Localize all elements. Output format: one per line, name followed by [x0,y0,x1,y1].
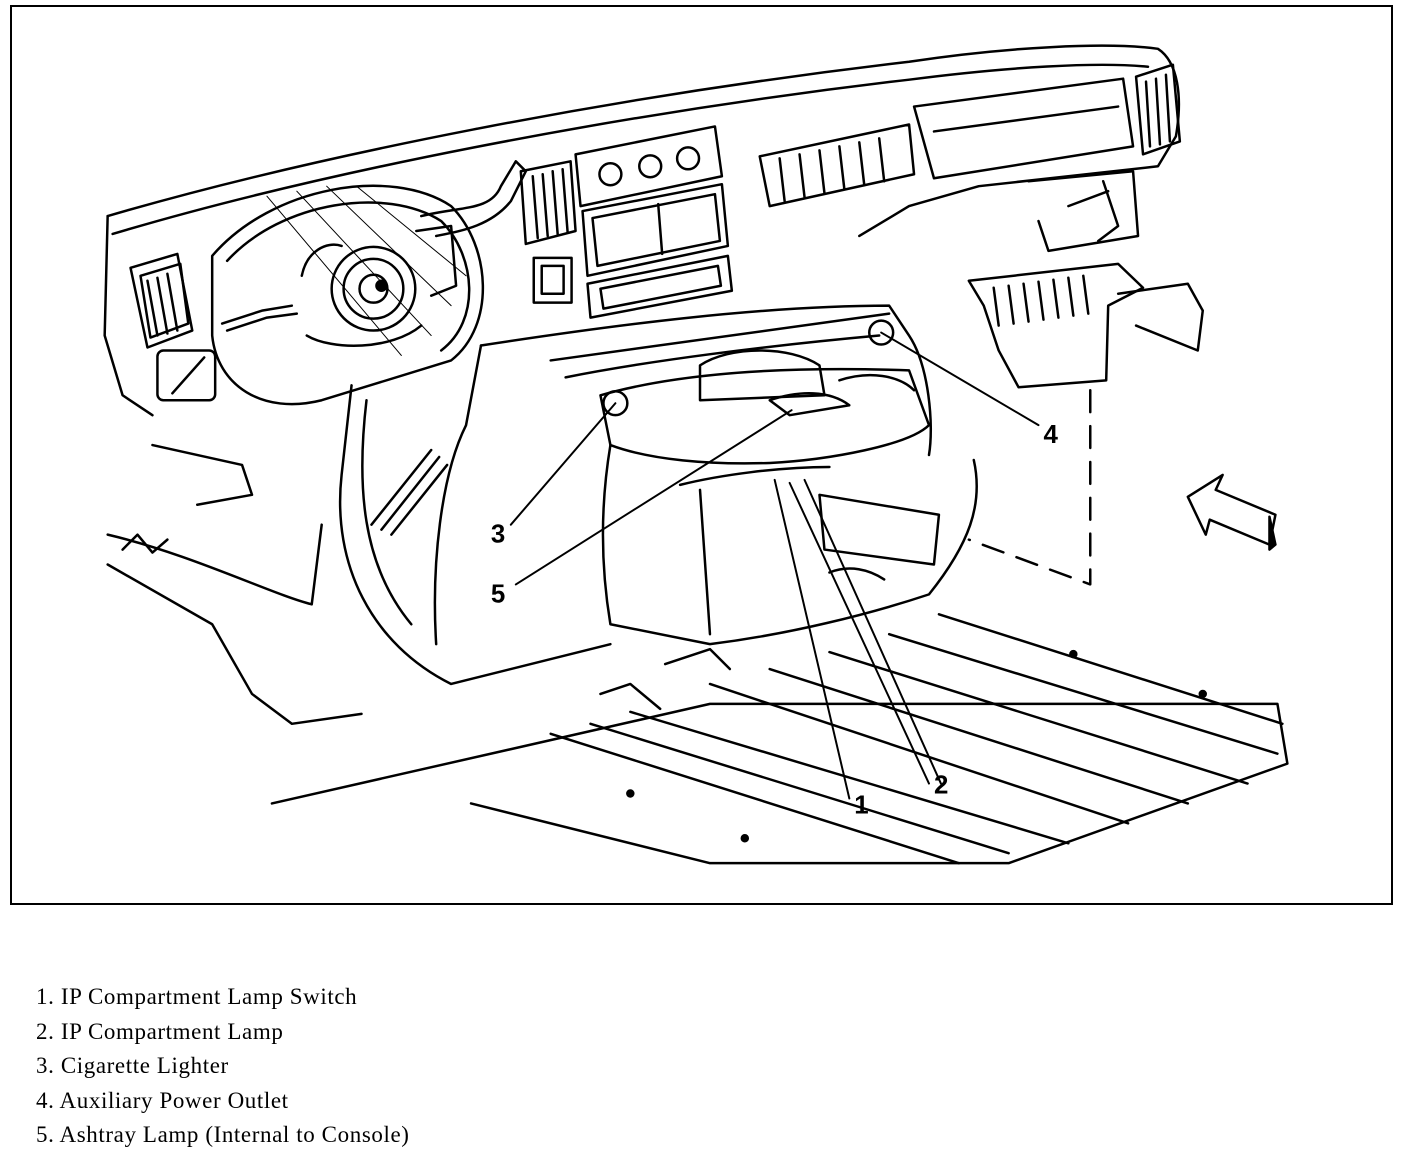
steering-column [300,224,458,347]
legend-item: 4. Auxiliary Power Outlet [36,1084,410,1119]
passenger-vent [1134,63,1182,156]
wiring-harness [220,160,528,332]
legend-text: IP Compartment Lamp [60,1018,284,1044]
left-air-vent [129,252,194,349]
callout-3: 3 [491,521,505,549]
legend-text: Auxiliary Power Outlet [59,1087,289,1113]
center-left-vent [519,160,577,246]
legend-text: Ashtray Lamp (Internal to Console) [59,1122,410,1147]
legend-item: 1. IP Compartment Lamp Switch [36,980,410,1015]
legend-number: 1. [36,984,55,1009]
callout-1: 1 [854,791,868,819]
headlamp-switch [156,349,217,402]
leader-lines [509,331,1040,800]
legend-number: 4. [36,1087,55,1113]
dashboard-illustration: 1 2 3 4 5 [103,44,1289,865]
radio-unit [581,182,734,319]
cluster-opening [210,184,485,406]
legend-item: 3. Cigarette Lighter [36,1049,410,1084]
floor-pan [270,613,1289,865]
center-switch [532,256,573,304]
callout-5: 5 [491,580,505,608]
legend-number: 5. [36,1122,55,1147]
passenger-bracket [1027,170,1140,253]
callout-2: 2 [934,771,948,799]
removal-path [967,389,1092,586]
callout-4: 4 [1043,421,1058,449]
hvac-controls [574,125,724,208]
center-right-vent [758,123,916,208]
legend-number: 3. [36,1053,55,1078]
parts-legend: 1. IP Compartment Lamp Switch 2. IP Comp… [36,980,410,1153]
legend-text: IP Compartment Lamp Switch [60,984,358,1009]
center-console [433,304,978,646]
dashboard-top [103,44,1181,417]
legend-text: Cigarette Lighter [60,1053,229,1078]
diagram-frame: 1 2 3 4 5 [10,5,1393,905]
legend-item: 2. IP Compartment Lamp [36,1015,410,1050]
upper-glovebox [912,77,1135,180]
legend-number: 2. [36,1018,55,1044]
legend-item: 5. Ashtray Lamp (Internal to Console) [36,1118,410,1153]
removed-compartment [967,262,1205,389]
view-direction-arrow-icon [1186,473,1277,551]
driver-floor [106,384,612,726]
